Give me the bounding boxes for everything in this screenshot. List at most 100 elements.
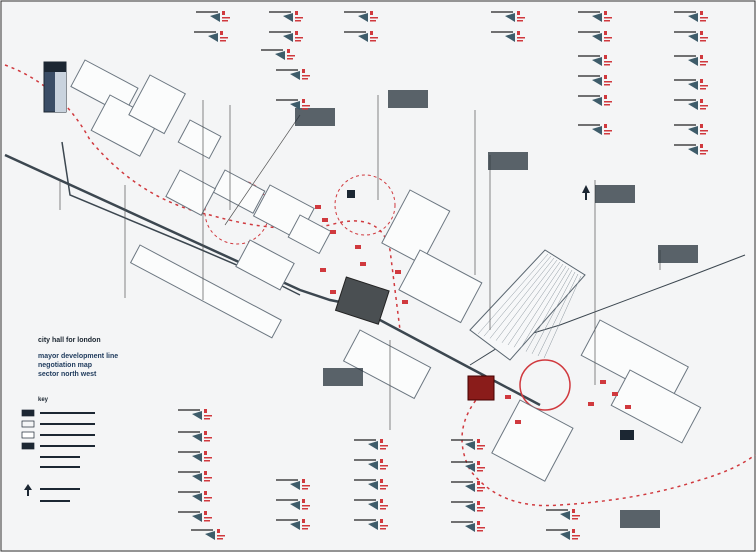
- annotation-marker: [220, 31, 223, 35]
- annotation-marker: [380, 499, 383, 503]
- annotation-text-red: [204, 517, 212, 519]
- annotation-flag: [465, 463, 475, 472]
- annotation-text-red: [380, 485, 388, 487]
- dark-block: [347, 190, 355, 198]
- annotation-flag: [290, 481, 300, 490]
- annotation-text-block: [620, 510, 660, 528]
- annotation-text-red: [295, 40, 301, 42]
- marker-red: [322, 218, 328, 222]
- annotation-text-red: [572, 518, 578, 520]
- key-swatch: [21, 409, 35, 417]
- marker-red: [320, 268, 326, 272]
- annotation-text-red: [700, 64, 706, 66]
- annotation-marker: [477, 521, 480, 525]
- annotation-flag: [688, 13, 698, 22]
- annotation-marker: [700, 144, 703, 148]
- annotation-flag: [368, 521, 378, 530]
- marker-red: [395, 270, 401, 274]
- annotation-marker: [204, 409, 207, 413]
- annotation-text-red: [700, 37, 708, 39]
- annotation-marker: [287, 49, 290, 53]
- annotation-text-red: [380, 445, 388, 447]
- annotation-marker: [572, 529, 575, 533]
- development-line-north: [4, 64, 401, 331]
- annotation-text-red: [604, 130, 612, 132]
- annotation-text-red: [517, 17, 525, 19]
- annotation-flag: [192, 433, 202, 442]
- annotation-text-red: [700, 105, 708, 107]
- annotation-text-red: [477, 527, 485, 529]
- annotation-text-red: [204, 480, 210, 482]
- annotation-text-red: [302, 488, 308, 490]
- annotation-text-red: [700, 130, 708, 132]
- roof-hatch: [513, 265, 567, 348]
- annotation-text-red: [302, 78, 308, 80]
- key-label-line: [40, 434, 95, 436]
- annotation-marker: [572, 509, 575, 513]
- annotation-marker: [380, 459, 383, 463]
- annotation-flag: [205, 531, 215, 540]
- annotation-flag: [592, 13, 602, 22]
- city-hall-block: [467, 375, 495, 401]
- annotation-flag: [290, 501, 300, 510]
- annotation-text-red: [204, 520, 210, 522]
- annotation-flag: [192, 411, 202, 420]
- annotation-flag: [290, 101, 300, 110]
- annotation-flag: [592, 57, 602, 66]
- annotation-text-red: [204, 457, 212, 459]
- annotation-marker: [302, 99, 305, 103]
- annotation-text-red: [700, 133, 706, 135]
- annotation-text-red: [380, 465, 388, 467]
- annotation-text-block: [488, 152, 528, 170]
- annotation-text-red: [370, 17, 378, 19]
- annotation-text-red: [295, 20, 301, 22]
- building-outline: [381, 189, 451, 265]
- marker-red: [625, 405, 631, 409]
- subtitle-line: negotiation map: [38, 362, 93, 369]
- annotation-marker: [380, 479, 383, 483]
- annotation-text-red: [700, 88, 706, 90]
- annotation-marker: [604, 31, 607, 35]
- marker-red: [330, 290, 336, 294]
- annotation-text-red: [380, 528, 386, 530]
- annotation-marker: [700, 31, 703, 35]
- annotation-text-red: [302, 528, 308, 530]
- annotation-flag: [368, 441, 378, 450]
- annotation-marker: [604, 95, 607, 99]
- roof-hatch: [507, 263, 564, 346]
- building-outline: [610, 369, 702, 444]
- annotation-flag: [505, 13, 515, 22]
- marker-red: [515, 420, 521, 424]
- building-outline: [212, 169, 266, 214]
- annotation-marker: [222, 11, 225, 15]
- annotation-text-red: [222, 20, 228, 22]
- annotation-text-red: [700, 20, 706, 22]
- annotation-text-red: [604, 20, 610, 22]
- annotation-marker: [477, 461, 480, 465]
- development-line-south: [461, 394, 756, 507]
- city-hall-circle: [519, 359, 571, 411]
- annotation-flag: [560, 511, 570, 520]
- annotation-marker: [517, 11, 520, 15]
- annotation-text-red: [217, 538, 223, 540]
- annotation-text-red: [287, 55, 295, 57]
- annotation-text-red: [477, 530, 483, 532]
- marker-red: [505, 395, 511, 399]
- annotation-marker: [302, 519, 305, 523]
- annotation-text-red: [204, 437, 212, 439]
- annotation-marker: [302, 69, 305, 73]
- building-outline: [342, 329, 432, 400]
- annotation-flag: [505, 33, 515, 42]
- marker-red: [402, 300, 408, 304]
- annotation-flag: [368, 501, 378, 510]
- annotation-text-red: [295, 37, 303, 39]
- annotation-flag: [688, 81, 698, 90]
- marker-red: [360, 262, 366, 266]
- annotation-text-red: [287, 58, 293, 60]
- marker-red: [330, 230, 336, 234]
- leader-line: [224, 114, 301, 226]
- annotation-text-block: [295, 108, 335, 126]
- annotation-flag: [592, 33, 602, 42]
